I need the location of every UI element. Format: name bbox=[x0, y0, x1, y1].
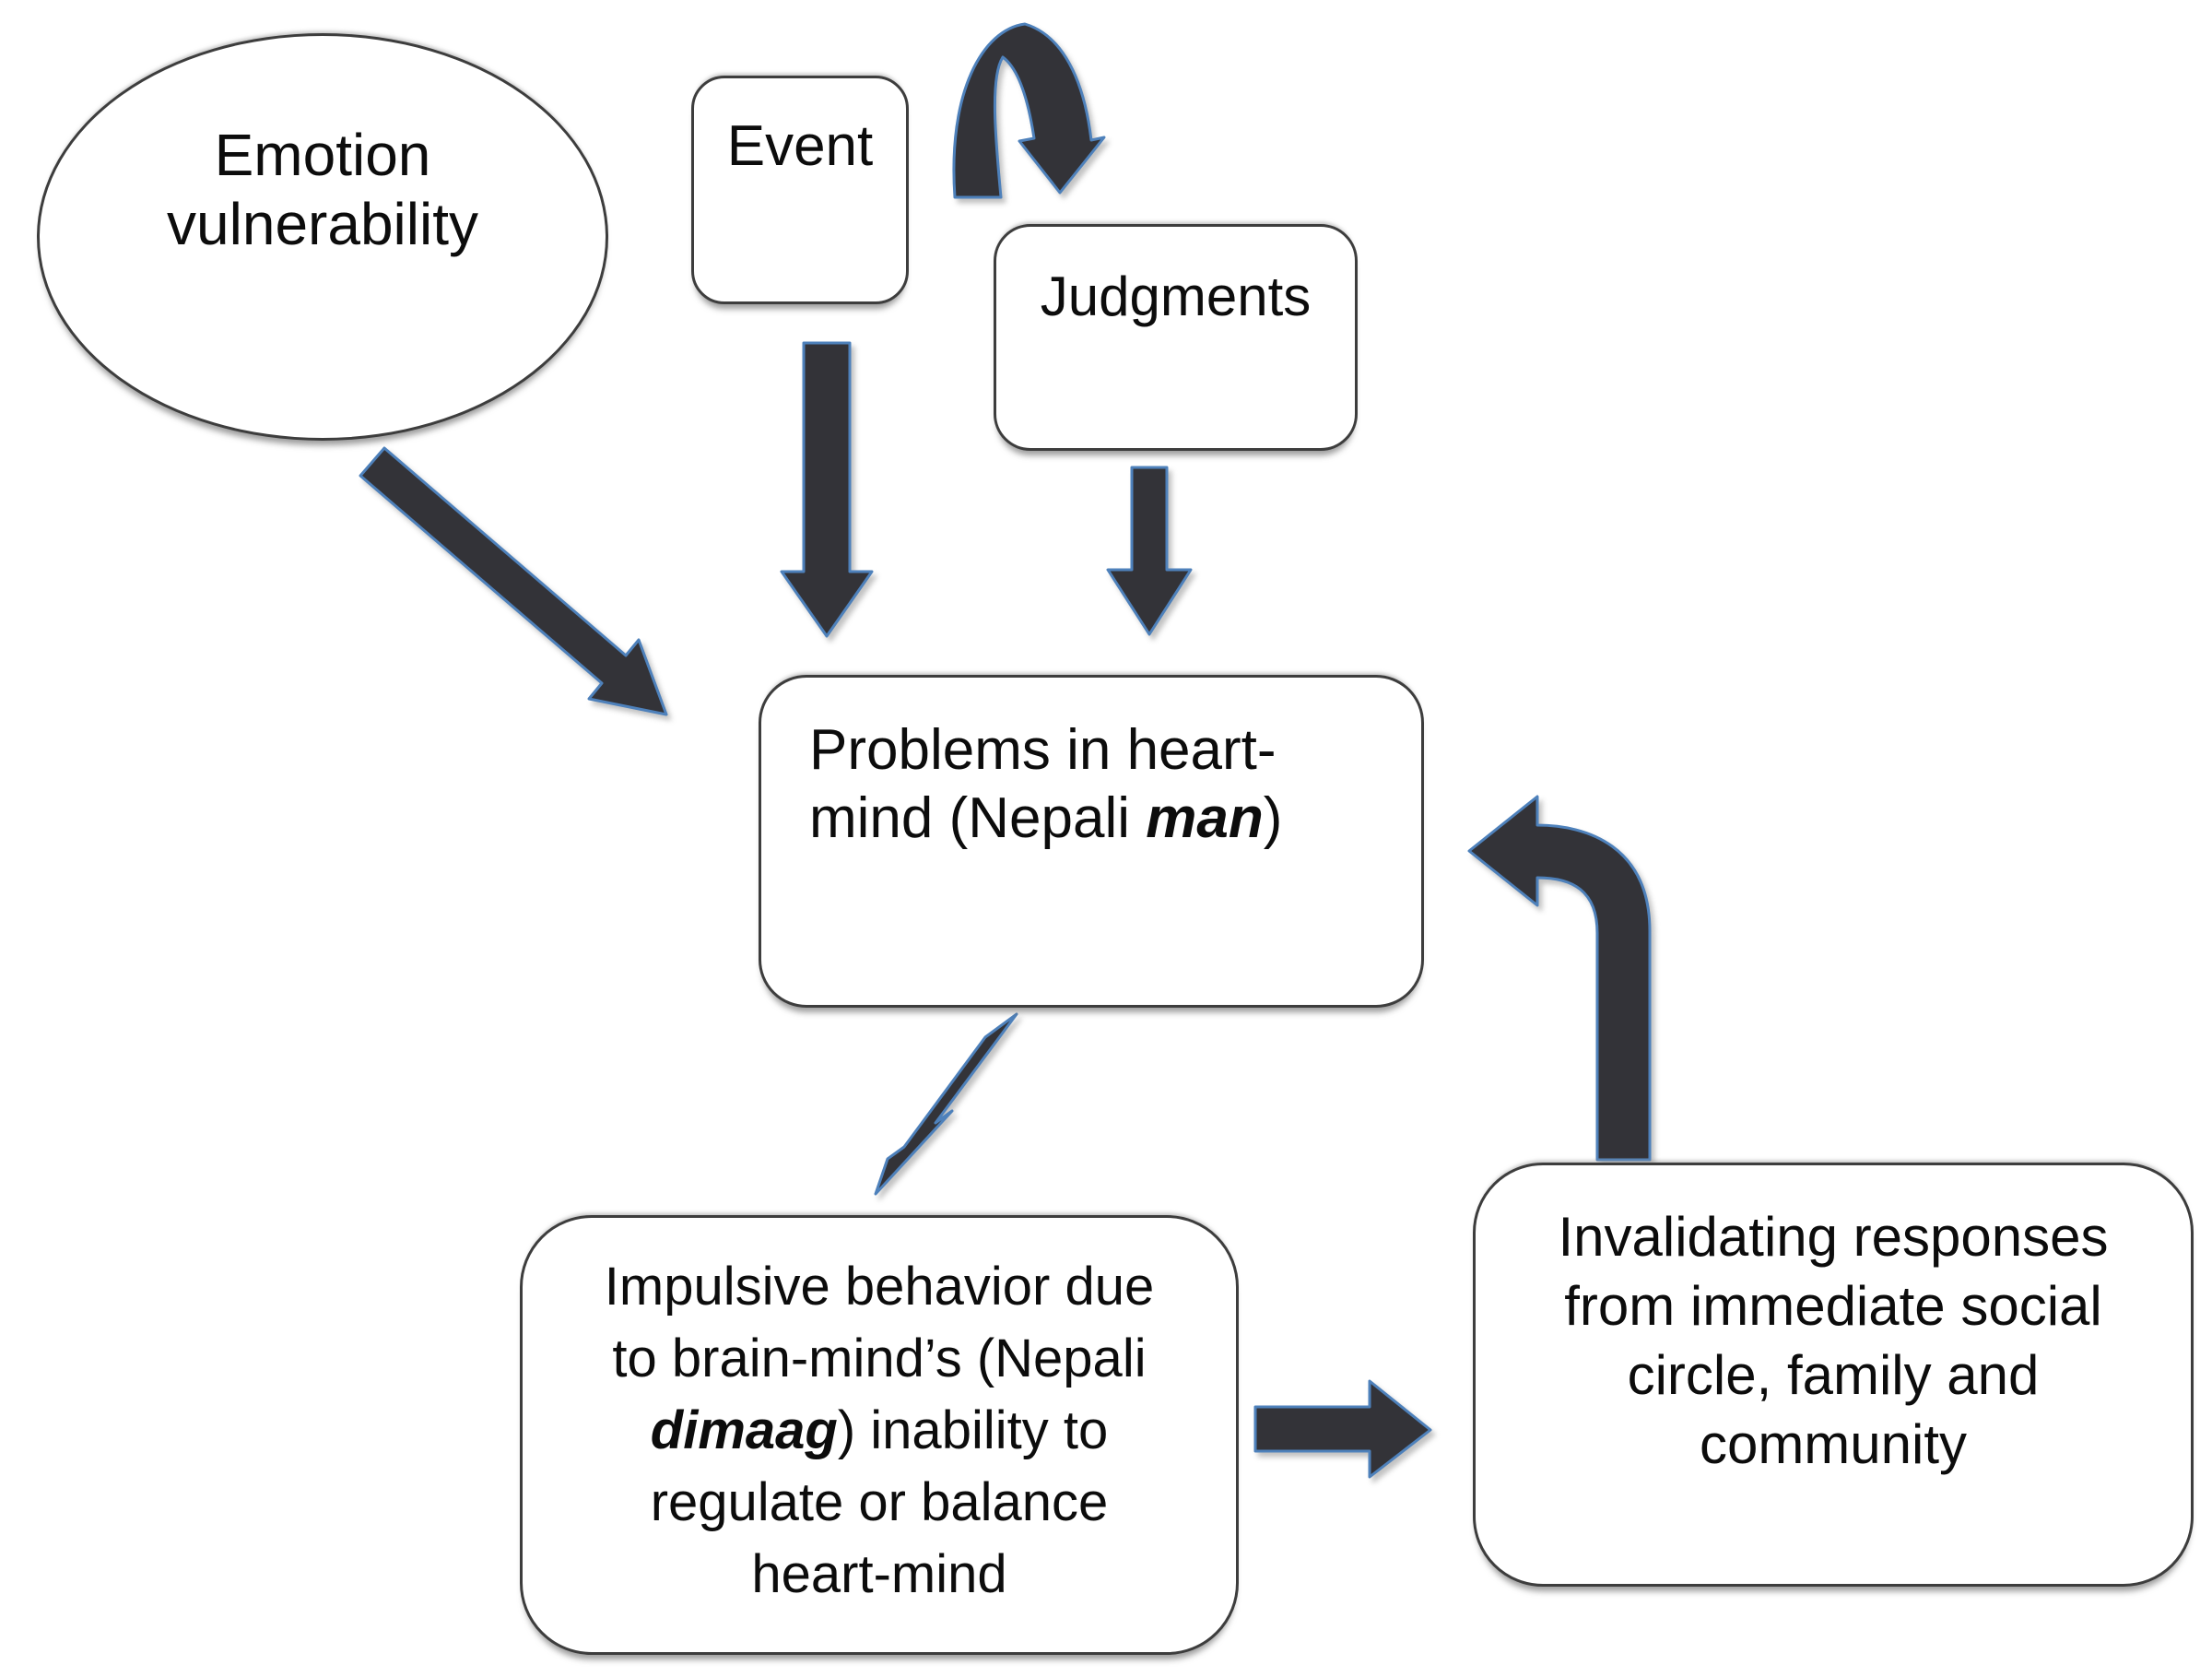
emotion-vulnerability-line1: Emotion bbox=[214, 122, 431, 188]
node-impulsive-behavior: Impulsive behavior due to brain-mind’s (… bbox=[520, 1215, 1239, 1655]
problems-line2-post: ) bbox=[1263, 786, 1283, 850]
node-emotion-vulnerability: Emotion vulnerability bbox=[37, 33, 608, 441]
invalidating-line2: from immediate social bbox=[1564, 1275, 2102, 1337]
event-label: Event bbox=[726, 114, 874, 178]
problems-line2-emphasis: man bbox=[1146, 786, 1264, 850]
node-event: Event bbox=[691, 76, 909, 304]
impulsive-line3-post: ) inability to bbox=[837, 1400, 1109, 1460]
node-judgments: Judgments bbox=[994, 224, 1358, 451]
impulsive-line3: dimaag) inability to bbox=[523, 1395, 1236, 1467]
impulsive-line4: regulate or balance bbox=[650, 1472, 1109, 1532]
problems-line1: Problems in heart- bbox=[809, 718, 1277, 782]
problems-line2-pre: mind (Nepali bbox=[809, 786, 1147, 850]
emotion-vulnerability-to-problems-arrow bbox=[359, 446, 668, 716]
node-invalidating-responses: Invalidating responses from immediate so… bbox=[1473, 1163, 2194, 1587]
emotion-vulnerability-line2: vulnerability bbox=[167, 191, 478, 257]
problems-line2: mind (Nepali man) bbox=[809, 785, 1421, 853]
node-problems-heart-mind: Problems in heart- mind (Nepali man) bbox=[759, 675, 1424, 1008]
invalidating-line3: circle, family and bbox=[1627, 1344, 2040, 1406]
invalidating-line1: Invalidating responses bbox=[1558, 1206, 2109, 1268]
event-loop-to-judgments-arrow bbox=[952, 22, 1106, 199]
impulsive-line1: Impulsive behavior due bbox=[604, 1257, 1155, 1317]
event-to-problems-arrow bbox=[780, 341, 874, 638]
problems-to-impulsive-arrow bbox=[874, 1012, 1018, 1196]
impulsive-to-invalidating-arrow bbox=[1253, 1379, 1432, 1479]
invalidating-line4: community bbox=[1699, 1413, 1968, 1475]
impulsive-line3-emphasis: dimaag bbox=[650, 1400, 838, 1460]
judgments-label: Judgments bbox=[1040, 266, 1312, 327]
impulsive-line2: to brain-mind’s (Nepali bbox=[612, 1329, 1147, 1388]
impulsive-line5: heart-mind bbox=[751, 1544, 1007, 1604]
invalidating-to-problems-arrow bbox=[1467, 795, 1652, 1162]
judgments-to-problems-arrow bbox=[1106, 466, 1193, 636]
